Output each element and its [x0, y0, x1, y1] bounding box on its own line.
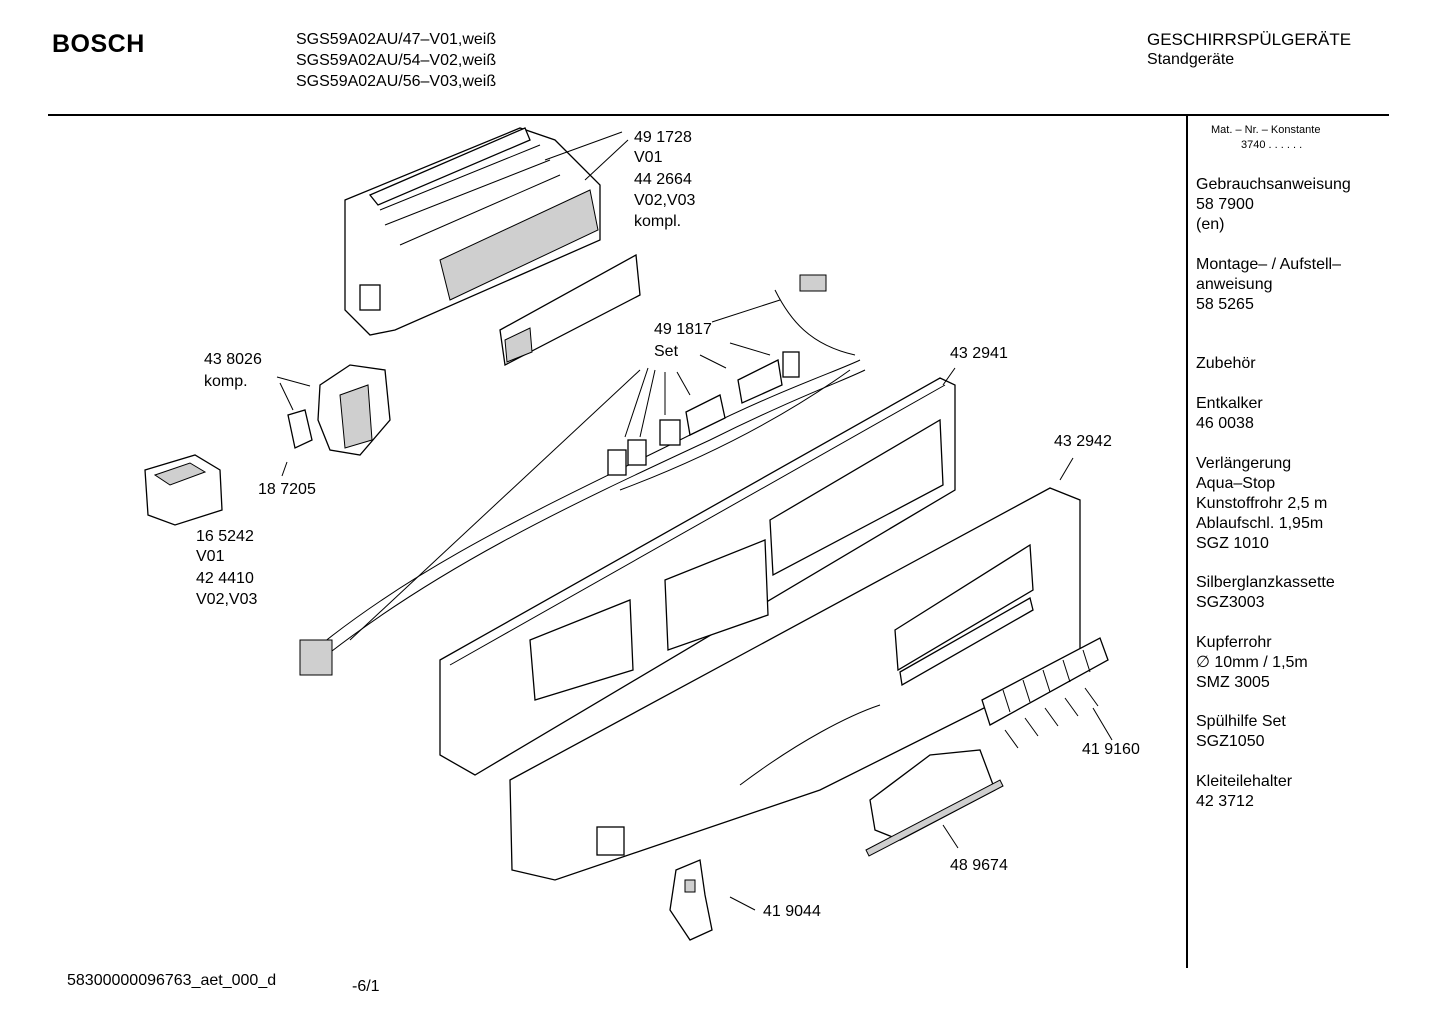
callout-438026-line-2: komp.	[204, 373, 248, 390]
electronic-module-part	[344, 127, 641, 366]
callout-491817-line-2: Set	[654, 343, 679, 360]
sidebar-item-5-line-1: Silberglanzkassette	[1196, 574, 1335, 591]
sidebar-item-6-line-2: ∅ 10mm / 1,5m	[1196, 654, 1308, 671]
sidebar-item-4-line-1: Verlängerung	[1196, 455, 1292, 472]
model-line-2: SGS59A02AU/54–V02,weiß	[296, 52, 497, 69]
cable-set-part	[299, 274, 866, 676]
brand-logo: BOSCH	[52, 30, 145, 58]
switch-part	[144, 454, 223, 526]
callout-165242-line-2: V01	[196, 548, 225, 565]
model-line-3: SGS59A02AU/56–V03,weiß	[296, 73, 497, 90]
clip-part	[669, 859, 713, 941]
callout-419160: 41 9160	[1082, 741, 1140, 758]
sidebar-item-4-line-3: Kunstoffrohr 2,5 m	[1196, 495, 1328, 512]
mat-nr-value: 3740 . . . . . .	[1241, 139, 1303, 151]
callout-491817-line-1: 49 1817	[654, 321, 712, 338]
valve-part	[287, 364, 391, 456]
sidebar-item-0-line-1: Gebrauchsanweisung	[1196, 176, 1351, 193]
sidebar-item-4-line-5: SGZ 1010	[1196, 535, 1269, 552]
callout-419044: 41 9044	[763, 903, 821, 920]
callout-491728-line-5: kompl.	[634, 213, 682, 230]
callout-438026-line-1: 43 8026	[204, 351, 262, 368]
mat-nr-label: Mat. – Nr. – Konstante	[1211, 124, 1321, 136]
sidebar-item-1-line-2: anweisung	[1196, 276, 1273, 293]
callout-491728-line-3: 44 2664	[634, 171, 692, 188]
sidebar-item-3-line-2: 46 0038	[1196, 415, 1254, 432]
sidebar-divider	[1186, 114, 1188, 968]
callout-491728-line-4: V02,V03	[634, 192, 696, 209]
front-panel-part	[509, 487, 1081, 881]
handle-part	[865, 749, 1004, 857]
callout-491728-line-2: V01	[634, 149, 663, 166]
sidebar-item-8-line-2: 42 3712	[1196, 793, 1254, 810]
callout-432941: 43 2941	[950, 345, 1008, 362]
sidebar-item-2-line-1: Zubehör	[1196, 355, 1256, 372]
callout-432942: 43 2942	[1054, 433, 1112, 450]
footer-document-id: 58300000096763_aet_000_d	[67, 972, 277, 989]
sidebar-item-4-line-4: Ablaufschl. 1,95m	[1196, 515, 1324, 532]
sidebar-item-1-line-1: Montage– / Aufstell–	[1196, 256, 1341, 273]
sidebar-item-0-line-3: (en)	[1196, 216, 1225, 233]
category-title: GESCHIRRSPÜLGERÄTE	[1147, 30, 1352, 49]
sidebar-item-8-line-1: Kleiteilehalter	[1196, 773, 1293, 790]
sidebar-item-0-line-2: 58 7900	[1196, 196, 1254, 213]
callout-165242-line-3: 42 4410	[196, 570, 254, 587]
callout-165242-line-1: 16 5242	[196, 528, 254, 545]
sidebar-item-7-line-1: Spülhilfe Set	[1196, 713, 1286, 730]
sidebar-item-4-line-2: Aqua–Stop	[1196, 475, 1276, 492]
inner-frame-part	[439, 377, 956, 776]
callout-187205: 18 7205	[258, 481, 316, 498]
callout-489674: 48 9674	[950, 857, 1008, 874]
sidebar-item-5-line-2: SGZ3003	[1196, 594, 1265, 611]
subcategory-title: Standgeräte	[1147, 51, 1235, 68]
model-line-1: SGS59A02AU/47–V01,weiß	[296, 31, 497, 48]
button-strip-part	[981, 637, 1109, 726]
sidebar-item-6-line-1: Kupferrohr	[1196, 634, 1272, 651]
header-divider	[48, 114, 1389, 116]
sidebar-item-7-line-2: SGZ1050	[1196, 733, 1265, 750]
footer-page-number: -6/1	[352, 978, 380, 995]
sidebar-item-3-line-1: Entkalker	[1196, 395, 1263, 412]
callout-491728-line-1: 49 1728	[634, 129, 692, 146]
sidebar-item-1-line-3: 58 5265	[1196, 296, 1254, 313]
callout-165242-line-4: V02,V03	[196, 591, 258, 608]
sidebar-item-6-line-3: SMZ 3005	[1196, 674, 1270, 691]
